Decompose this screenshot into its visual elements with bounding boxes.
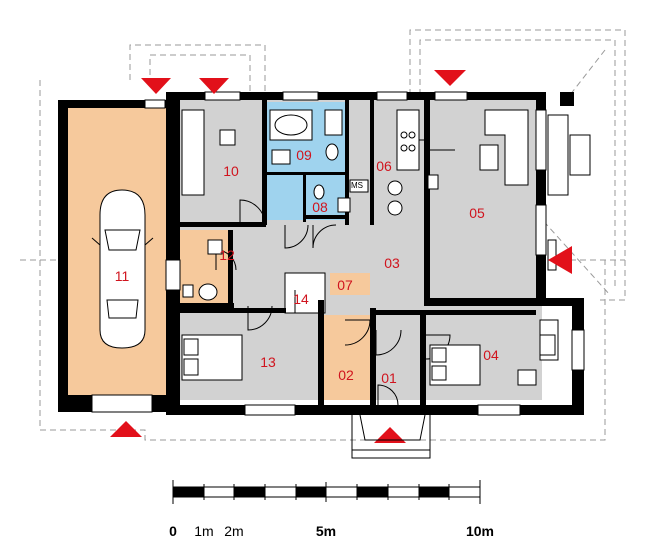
room-label-02: 02 bbox=[338, 367, 354, 383]
car-icon bbox=[91, 189, 154, 349]
floor-room-07 bbox=[330, 273, 370, 295]
walls bbox=[58, 92, 584, 415]
room-label-04: 04 bbox=[483, 347, 499, 363]
room-label-03: 03 bbox=[384, 255, 400, 271]
bathtub-icon bbox=[269, 109, 343, 165]
stove-icon bbox=[387, 109, 439, 216]
scale-label-2m: 2m bbox=[224, 523, 243, 539]
scale-label-5m: 5m bbox=[316, 523, 336, 539]
scale-bar: 0 1m 2m 5m 10m bbox=[169, 480, 494, 539]
room-label-09: 09 bbox=[296, 147, 312, 163]
room-label-12: 12 bbox=[219, 247, 235, 263]
room-label-07: 07 bbox=[337, 277, 353, 293]
room-label-01: 01 bbox=[381, 370, 397, 386]
room-label-13: 13 bbox=[260, 354, 276, 370]
room-label-05: 05 bbox=[469, 205, 485, 221]
room-label-11: 11 bbox=[115, 268, 130, 284]
windows bbox=[91, 91, 585, 416]
scale-label-10m: 10m bbox=[466, 523, 494, 539]
scale-label-0: 0 bbox=[169, 523, 177, 539]
sofa-icon bbox=[479, 109, 591, 271]
desk-icon bbox=[219, 129, 556, 386]
floor-room-02 bbox=[323, 315, 370, 400]
bed-icon bbox=[181, 109, 559, 386]
sink-icon bbox=[207, 179, 369, 255]
room-label-06: 06 bbox=[376, 158, 392, 174]
entrance-arrow-icon bbox=[110, 70, 572, 443]
room-label-10: 10 bbox=[223, 163, 239, 179]
entrance-steps bbox=[351, 414, 431, 459]
scale-label-1m: 1m bbox=[194, 523, 213, 539]
toilet-icon bbox=[182, 143, 339, 301]
room-label-08: 08 bbox=[312, 199, 328, 215]
fixture-label-ms: MS bbox=[351, 181, 363, 190]
room-label-14: 14 bbox=[293, 291, 309, 307]
